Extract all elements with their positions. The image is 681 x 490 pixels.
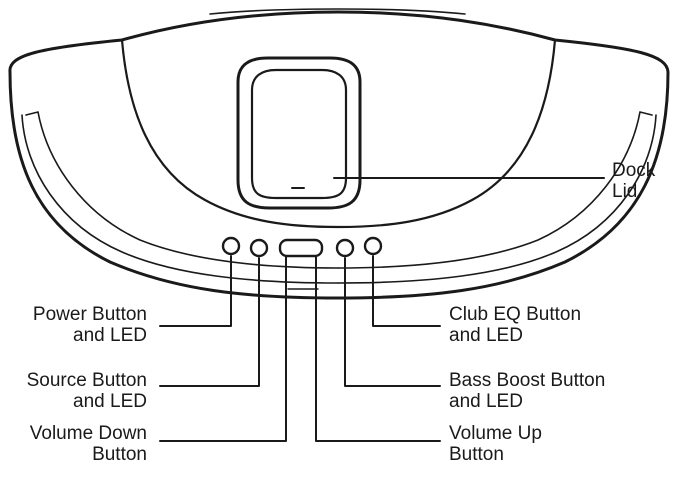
volume-buttons — [278, 238, 324, 258]
volume-down-label: Volume Down Button — [0, 423, 147, 465]
volume-up-leader — [315, 255, 441, 442]
dock-lid-label-line2: Lid — [612, 181, 638, 202]
power-leader — [159, 255, 232, 327]
power-button — [221, 236, 241, 256]
speaker-top-rim — [209, 8, 466, 15]
bass-boost-leader — [344, 257, 441, 387]
dock-lid-inner — [250, 68, 348, 200]
club-eq-button — [363, 236, 383, 256]
right-grille-band-inner — [337, 111, 653, 269]
bass-boost-button — [335, 238, 355, 258]
volume-up-label-line2: Button — [449, 444, 504, 465]
left-grille-band — [21, 114, 339, 284]
power-label-line1: Power Button — [32, 304, 147, 325]
bass-boost-label-line1: Bass Boost Button — [449, 370, 606, 391]
power-label-line2: and LED — [73, 325, 147, 346]
left-grille-band-inner — [25, 111, 339, 269]
source-button — [249, 238, 269, 258]
bass-boost-label-line2: and LED — [449, 391, 523, 412]
volume-down-leader — [159, 255, 287, 442]
club-eq-leader — [372, 255, 441, 327]
source-label-line1: Source Button — [26, 370, 147, 391]
volume-up-label: Volume Up Button — [449, 423, 542, 465]
source-label-line2: and LED — [73, 391, 147, 412]
dock-lid-label: Dock Lid — [612, 160, 655, 202]
volume-down-label-line1: Volume Down — [29, 423, 147, 444]
club-eq-label-line2: and LED — [449, 325, 523, 346]
club-eq-label-line1: Club EQ Button — [449, 304, 582, 325]
dock-lid-label-line1: Dock — [612, 160, 656, 181]
source-leader — [159, 257, 260, 387]
speaker-body — [8, 10, 670, 300]
source-label: Source Button and LED — [0, 370, 147, 412]
dock-lid-outer — [236, 56, 362, 210]
right-grille-band — [337, 114, 657, 284]
volume-down-label-line2: Button — [92, 444, 147, 465]
power-label: Power Button and LED — [0, 304, 147, 346]
bass-boost-label: Bass Boost Button and LED — [449, 370, 605, 412]
club-eq-label: Club EQ Button and LED — [449, 304, 581, 346]
volume-up-label-line1: Volume Up — [449, 423, 542, 444]
speaker-front-panel — [120, 38, 557, 229]
